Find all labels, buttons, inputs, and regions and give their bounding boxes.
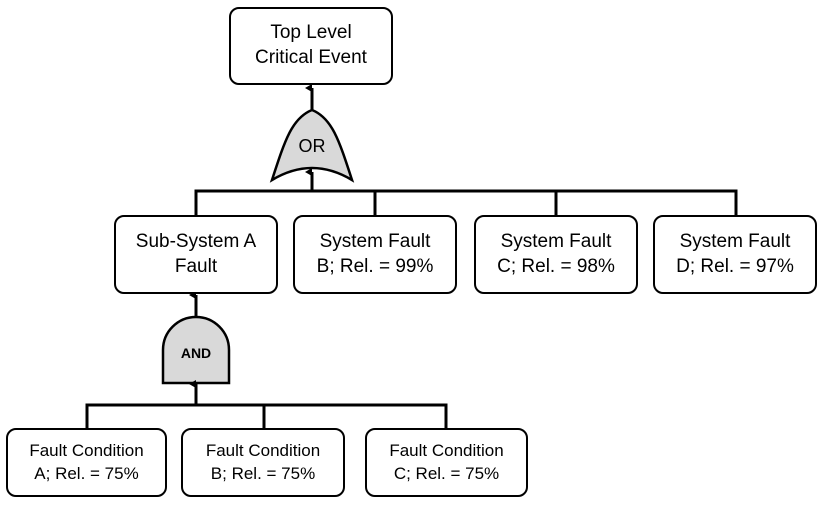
and-gate-shape <box>161 315 231 385</box>
or-gate-label: OR <box>298 136 326 156</box>
system-fault-c-line2: C; Rel. = 98% <box>497 255 615 277</box>
system-fault-d-line1: System Fault <box>679 230 791 252</box>
top-event-line2: Critical Event <box>255 47 367 68</box>
fault-condition-b-box: Fault Condition B; Rel. = 75% <box>181 428 345 497</box>
or-gate-shape <box>269 108 355 183</box>
subsystem-a-line2: Fault <box>174 255 218 277</box>
fault-condition-c-line1: Fault Condition <box>389 441 504 461</box>
top-event-box: Top Level Critical Event <box>229 7 393 85</box>
system-fault-d-line2: D; Rel. = 97% <box>676 255 794 277</box>
and-gate-label: AND <box>180 345 212 361</box>
fault-condition-b-line2: B; Rel. = 75% <box>210 463 316 483</box>
subsystem-a-line1: Sub-System A <box>135 230 257 252</box>
fault-condition-c-line2: C; Rel. = 75% <box>393 463 500 483</box>
system-fault-d-box: System Fault D; Rel. = 97% <box>653 215 817 294</box>
top-event-line1: Top Level <box>270 22 352 44</box>
system-fault-c-box: System Fault C; Rel. = 98% <box>474 215 638 294</box>
fault-condition-a-line2: A; Rel. = 75% <box>34 463 139 483</box>
fault-condition-a-box: Fault Condition A; Rel. = 75% <box>6 428 167 497</box>
subsystem-a-box: Sub-System A Fault <box>114 215 278 294</box>
system-fault-b-line1: System Fault <box>319 230 431 252</box>
system-fault-b-box: System Fault B; Rel. = 99% <box>293 215 457 294</box>
fault-condition-a-line1: Fault Condition <box>29 441 144 461</box>
bottom-bus-line <box>85 403 448 428</box>
fault-condition-c-box: Fault Condition C; Rel. = 75% <box>365 428 528 497</box>
middle-bus-line <box>194 189 738 215</box>
system-fault-c-line1: System Fault <box>500 230 612 252</box>
system-fault-b-line2: B; Rel. = 99% <box>316 255 434 277</box>
fault-condition-b-line1: Fault Condition <box>205 441 321 461</box>
